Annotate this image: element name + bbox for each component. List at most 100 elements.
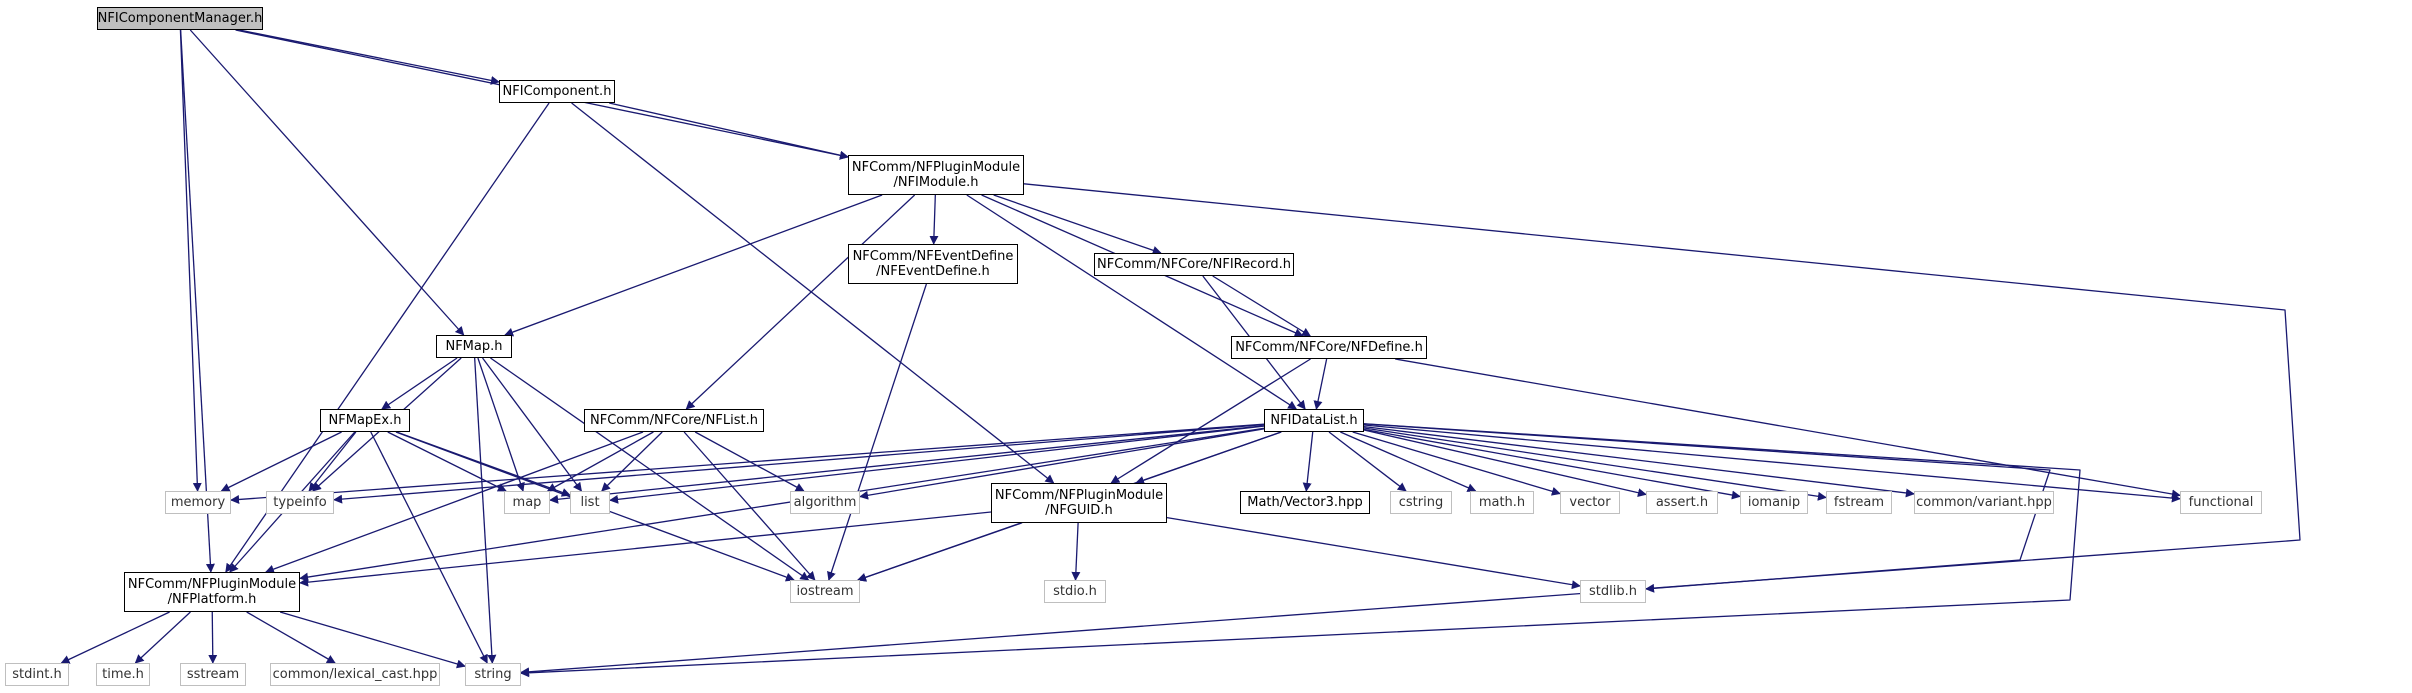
edge-datalist-to-algorithm [859,428,1265,500]
node-cstring: cstring [1390,491,1452,514]
node-functional: functional [2180,491,2262,514]
node-label-line-2: /NFGUID.h [1045,503,1113,518]
edge-component-to-guid [571,102,1055,484]
node-typeinfo: typeinfo [266,491,334,514]
edge-datalist-to-math_h [1340,431,1477,492]
node-vector3-hpp[interactable]: Math/Vector3.hpp [1240,491,1370,514]
edge-datalist-to-variant [1363,425,1915,498]
node-label: stdint.h [12,667,62,682]
edge-guid-to-platform [299,511,992,587]
node-label: iomanip [1747,495,1801,510]
edge-platform-to-string [279,611,466,669]
node-stdlib-h: stdlib.h [1580,580,1646,603]
node-label: NFComm/NFCore/NFDefine.h [1235,340,1423,355]
node-label: NFMap.h [445,339,503,354]
node-label: common/variant.hpp [1916,495,2052,510]
edge-irecord-to-define [1212,275,1312,337]
node-label: map [512,495,542,510]
node-nfguid-h[interactable]: NFComm/NFPluginModule /NFGUID.h [991,483,1167,523]
edge-map-to-std_list [482,357,582,492]
node-memory: memory [165,491,231,514]
node-label: Math/Vector3.hpp [1247,495,1363,510]
edge-define-to-functional [1395,358,2181,499]
edge-imodule-to-map [504,194,883,337]
node-time-h: time.h [96,663,150,686]
node-label: stdio.h [1053,584,1097,599]
node-nfidatalist-h[interactable]: NFIDataList.h [1264,409,1364,432]
edge-component-to-imodule [609,102,849,160]
edge-guid-to-stdlib_h [1166,516,1581,590]
edge-datalist-to-std_map [549,425,1265,504]
node-label: typeinfo [273,495,327,510]
node-label: assert.h [1655,495,1709,510]
node-nfirecord-h[interactable]: NFComm/NFCore/NFIRecord.h [1094,253,1294,276]
node-nflist-h[interactable]: NFComm/NFCore/NFList.h [584,409,764,432]
edge-componentmanager-to-memory [179,29,202,492]
node-nficomponentmanager-h[interactable]: NFIComponentManager.h [97,7,263,30]
node-label: NFComm/NFCore/NFIRecord.h [1097,257,1291,272]
node-nfplatform-h[interactable]: NFComm/NFPluginModule /NFPlatform.h [124,572,300,612]
edge-platform-to-stdint_h [60,611,170,664]
node-label: stdlib.h [1589,584,1637,599]
edge-datalist-to-functional [1363,424,2181,503]
node-label-line-2: /NFIModule.h [893,175,979,190]
node-nfdefine-h[interactable]: NFComm/NFCore/NFDefine.h [1231,336,1427,359]
node-nfmapex-h[interactable]: NFMapEx.h [320,409,410,432]
node-stdio-h: stdio.h [1044,580,1106,603]
node-label: string [474,667,512,682]
node-label: algorithm [793,495,857,510]
edge-mapex-to-string [370,431,488,664]
edge-imodule-to-list [685,194,916,410]
node-math-h: math.h [1470,491,1534,514]
edge-define-to-datalist [1313,358,1328,410]
node-iostream: iostream [790,580,860,603]
node-algorithm: algorithm [790,491,860,514]
node-label: vector [1569,495,1611,510]
node-label: memory [170,495,226,510]
edge-mapex-to-memory [220,431,342,492]
node-label: NFMapEx.h [328,413,402,428]
edge-guid-to-iostream [857,522,1022,582]
node-label-line-2: /NFEventDefine.h [876,264,990,279]
node-iomanip: iomanip [1740,491,1808,514]
node-string: string [465,663,521,686]
edge-componentmanager-to-component [239,29,500,85]
node-label: iostream [796,584,854,599]
edge-datalist-to-fstream [1363,427,1827,501]
node-std-map: map [504,491,550,514]
node-label-line-1: NFComm/NFPluginModule [994,488,1164,503]
node-std-list: list [570,491,610,514]
edge-imodule-to-string [520,183,2301,677]
node-label-line-1: NFComm/NFPluginModule [127,577,297,592]
edge-mapex-to-typeinfo [308,431,357,492]
edge-imodule-to-eventdefine [929,194,939,245]
edge-map-to-mapex [381,357,458,410]
edge-datalist-to-cstring [1328,431,1407,492]
node-label: NFIComponent.h [502,84,612,99]
node-nficomponent-h[interactable]: NFIComponent.h [499,80,615,103]
edge-datalist-to-typeinfo [333,423,1265,504]
node-label: time.h [102,667,144,682]
edge-datalist-to-std_list [609,425,1265,504]
node-nfeventdefine-h[interactable]: NFComm/NFEventDefine /NFEventDefine.h [848,244,1018,284]
node-label: cstring [1398,495,1444,510]
node-lexical-cast-hpp: common/lexical_cast.hpp [270,663,440,686]
edge-datalist-to-iomanip [1363,428,1741,500]
edge-eventdefine-to-iostream [827,283,928,581]
edge-datalist-to-memory [230,423,1265,504]
node-label: common/lexical_cast.hpp [272,667,438,682]
node-label: sstream [186,667,240,682]
node-label-line-1: NFComm/NFEventDefine [852,249,1014,264]
node-label: NFIComponentManager.h [97,11,263,26]
node-vector: vector [1560,491,1620,514]
node-sstream: sstream [180,663,246,686]
edge-map-to-string [474,357,497,664]
edge-datalist-to-vector [1352,431,1561,496]
edge-map-to-std_map [477,357,525,492]
node-nfimodule-h[interactable]: NFComm/NFPluginModule /NFIModule.h [848,155,1024,195]
edge-guid-to-stdio_h [1071,522,1081,581]
edge-datalist-to-vector3 [1302,431,1314,492]
node-nfmap-h[interactable]: NFMap.h [436,335,512,358]
edge-platform-to-lexical_cast [246,611,336,664]
